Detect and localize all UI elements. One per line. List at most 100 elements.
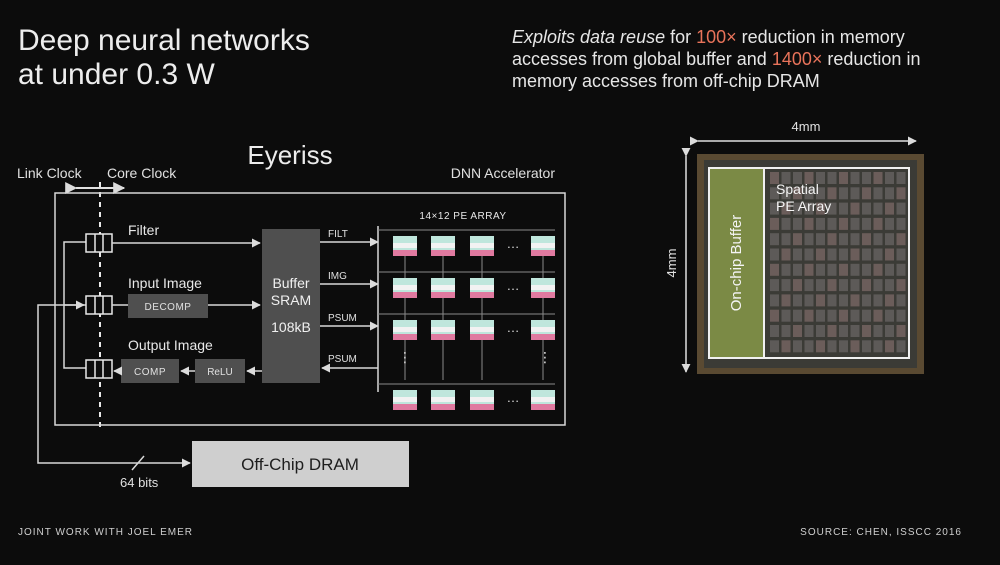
die-pe-cell [873, 217, 883, 230]
die-pe-cell [850, 263, 860, 276]
pe-tile-accumulator [431, 404, 455, 410]
decomp-block [128, 294, 208, 318]
relu-block [195, 359, 245, 383]
title-line-2: at under 0.3 W [18, 58, 215, 91]
die-pe-cell [839, 187, 848, 200]
core-clock-label: Core Clock [107, 165, 177, 181]
die-pe-cell [862, 309, 871, 322]
die-pe-cell [862, 294, 871, 307]
die-pe-cell [793, 340, 802, 353]
die-pe-cell [816, 263, 825, 276]
die-pe-cell [770, 202, 779, 215]
die-pe-cell [839, 263, 848, 276]
decomp-label: DECOMP [145, 302, 192, 313]
die-pe-cell [862, 202, 871, 215]
die-pe-cell [896, 263, 906, 276]
die-pe-cell [885, 233, 894, 246]
pe-tile-accumulator [393, 404, 417, 410]
die-pe-cell [873, 325, 883, 337]
die-pe-cell [816, 187, 825, 200]
pe-tile-band [393, 327, 417, 332]
die-pe-cell [827, 340, 837, 353]
die-pe-cell [804, 217, 814, 230]
die-pe-cell [827, 279, 837, 292]
buffer-label-3: 108kB [271, 319, 311, 335]
die-pe-cell [862, 325, 871, 337]
die-pe-cell [781, 309, 791, 322]
die-pe-cell [839, 172, 848, 184]
pe-array-label: 14×12 PE ARRAY [419, 211, 506, 222]
pe-column-vdots: ⋮ [398, 349, 412, 365]
die-pe-cell [770, 217, 779, 230]
die-pe-cell [827, 202, 837, 215]
spatial-label-1: Spatial [776, 181, 819, 197]
die-pe-cell [816, 309, 825, 322]
die-height-label: 4mm [664, 249, 679, 278]
quote-text: reduction in memory accesses from global… [512, 27, 905, 69]
pe-row-ellipsis: … [507, 320, 520, 335]
eyeriss-title: Eyeriss [247, 140, 332, 170]
die-pe-cell [804, 279, 814, 292]
die-pe-cell [862, 248, 871, 261]
die-pe-cell [781, 172, 791, 184]
spatial-label-2: PE Array [776, 198, 831, 214]
die-pe-cell [862, 217, 871, 230]
die-pe-cell [770, 187, 779, 200]
pe-row-ellipsis: … [507, 390, 520, 405]
die-pe-cell [885, 263, 894, 276]
bus-width-tick [131, 455, 145, 471]
die-pe-cell [885, 340, 894, 353]
output-fifo [85, 359, 113, 379]
die-pe-cell [816, 248, 825, 261]
die-pe-cell [816, 172, 825, 184]
die-pe-cell [781, 202, 791, 215]
die-pe-cell [827, 172, 837, 184]
die-pe-cell [862, 172, 871, 184]
die-pe-cell [862, 340, 871, 353]
die-pe-cell [793, 217, 802, 230]
die-pe-cell [770, 340, 779, 353]
die-pe-cell [816, 325, 825, 337]
die-pe-cell [804, 340, 814, 353]
dram-link-line [37, 304, 191, 468]
die-pe-cell [885, 279, 894, 292]
die-pe-cell [896, 340, 906, 353]
die-pe-cell [770, 279, 779, 292]
data-reuse-statement: Exploits data reuse for 100× reduction i… [512, 26, 982, 92]
die-pe-cell [850, 217, 860, 230]
pe-tile-band [431, 397, 455, 402]
pe-row-ellipsis: … [507, 278, 520, 293]
pe-tile-accumulator [393, 334, 417, 340]
die-pe-cell [873, 279, 883, 292]
die-pe-cell [770, 325, 779, 337]
die-pe-cell [885, 217, 894, 230]
quote-emphasis: Exploits data reuse [512, 27, 666, 47]
die-pe-cell [850, 202, 860, 215]
die-pe-cell [793, 294, 802, 307]
footer-source: SOURCE: CHEN, ISSCC 2016 [800, 527, 962, 538]
die-pe-cell [839, 279, 848, 292]
die-pe-cell [873, 187, 883, 200]
die-pe-cell [862, 187, 871, 200]
die-pe-cell [816, 217, 825, 230]
die-pe-cell [793, 263, 802, 276]
pe-tile-band [470, 285, 494, 290]
die-pe-cell [781, 340, 791, 353]
die-pe-cell [850, 325, 860, 337]
die-pe-cell [793, 325, 802, 337]
die-pe-cell [781, 279, 791, 292]
pe-tile-band [393, 397, 417, 402]
die-pe-cell [816, 202, 825, 215]
buffer-label-1: Buffer [272, 275, 309, 291]
pe-tile-band [431, 327, 455, 332]
pe-tile-band [531, 397, 555, 402]
filt-bus-label: FILT [328, 229, 348, 240]
title-line-1: Deep neural networks [18, 24, 310, 57]
die-pe-cell [827, 248, 837, 261]
die-pe-cell [781, 248, 791, 261]
link-clock-label: Link Clock [17, 165, 83, 181]
die-pe-cell [896, 233, 906, 246]
die-pe-cell [885, 172, 894, 184]
die-pe-cell [873, 172, 883, 184]
